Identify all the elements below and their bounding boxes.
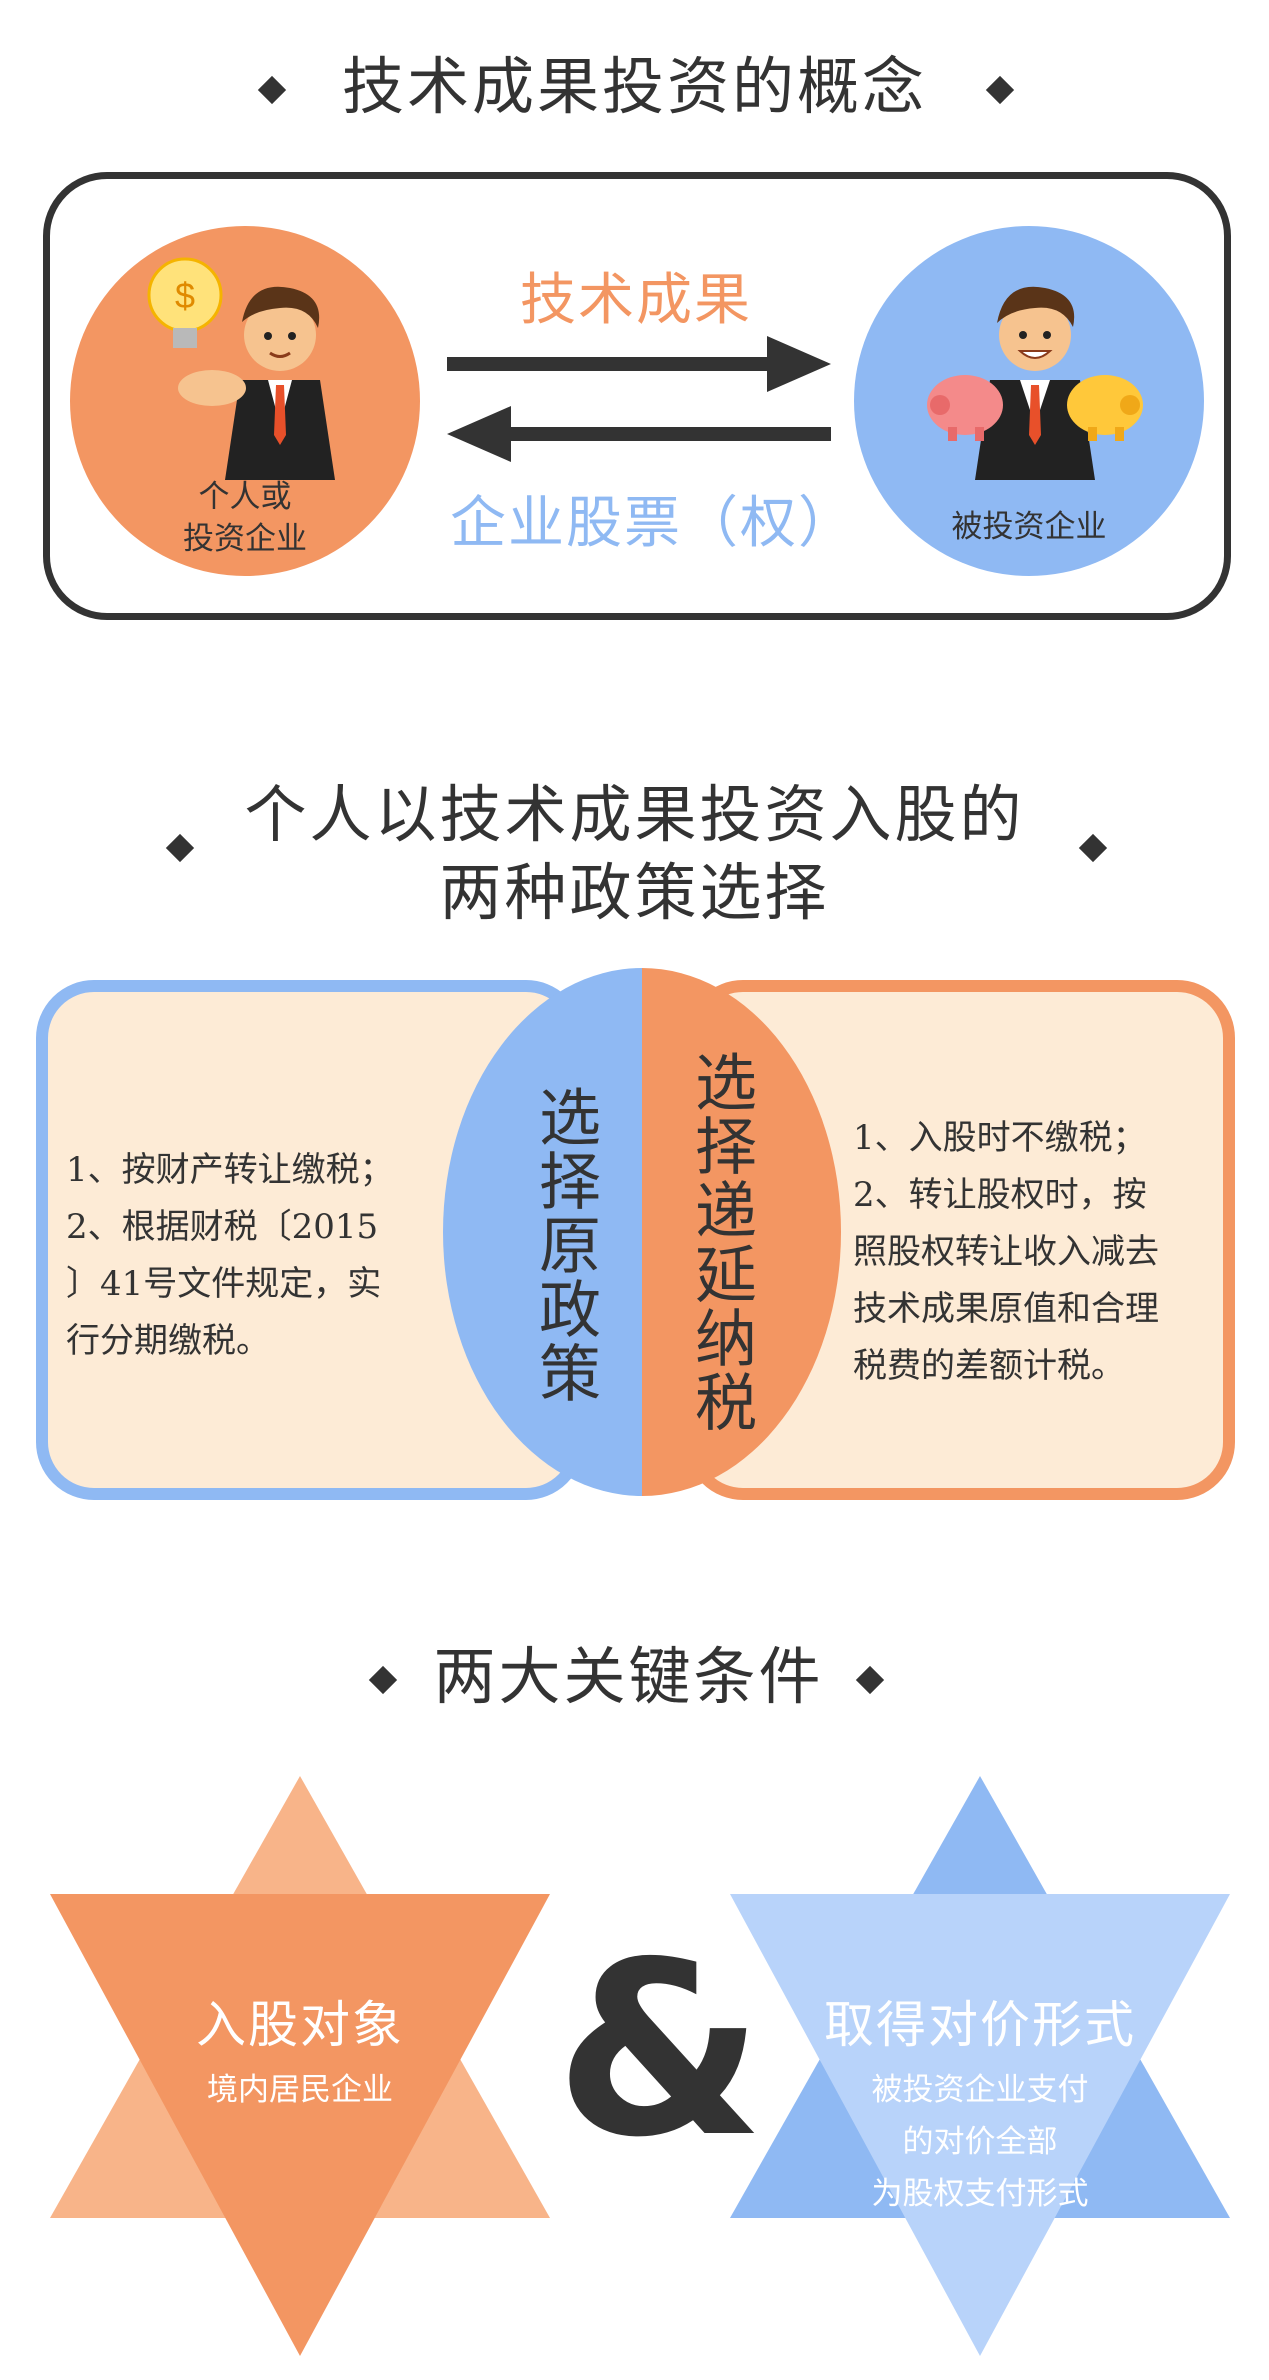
policy-title-line1: 个人以技术成果投资入股的 (244, 778, 1025, 851)
ampersand: & (555, 1910, 765, 2190)
equity-target-star (50, 1776, 550, 2356)
investor-label-line2: 投资企业 (183, 521, 307, 557)
arrow-left-icon (447, 406, 831, 462)
policy-choice-ellipse (443, 968, 841, 1496)
investor-label-line1: 个人或 (198, 479, 292, 515)
conditions-title: 两大关键条件 (433, 1640, 824, 1713)
original-policy-text: 1、按财产转让缴税； 2、根据财税〔2015 〕41号文件规定，实 行分期缴税。 (66, 1150, 394, 1361)
consideration-form-sub-line3: 为股权支付形式 (871, 2176, 1089, 2212)
consideration-form-sub-line2: 的对价全部 (902, 2124, 1058, 2160)
businessman-with-lightbulb-icon: $ (147, 257, 335, 480)
consideration-form-star (730, 1776, 1230, 2356)
investee-label: 被投资企业 (951, 509, 1107, 545)
concept-title: 技术成果投资的概念 (341, 50, 927, 123)
equity-target-sub: 境内居民企业 (207, 2072, 393, 2108)
flow-label-equity: 企业股票（权） (450, 491, 856, 556)
consideration-form-sub-line1: 被投资企业支付 (871, 2072, 1089, 2108)
consideration-form-title: 取得对价形式 (824, 1996, 1136, 2054)
businessman-with-piggy-banks-icon (927, 286, 1143, 480)
svg-text:$: $ (175, 275, 195, 316)
flow-label-tech: 技术成果 (520, 268, 752, 333)
original-policy-label: 选择原政策 (528, 1085, 601, 1405)
deferred-policy-label: 选择递延纳税 (684, 1050, 757, 1434)
equity-target-title: 入股对象 (196, 1996, 404, 2054)
arrow-right-icon (447, 336, 831, 392)
concept-box (43, 172, 1231, 620)
policy-title-line2: 两种政策选择 (439, 856, 830, 929)
deferred-policy-text: 1、入股时不缴税； 2、转让股权时，按 照股权转让收入减去 技术成果原值和合理 … (853, 1118, 1159, 1386)
